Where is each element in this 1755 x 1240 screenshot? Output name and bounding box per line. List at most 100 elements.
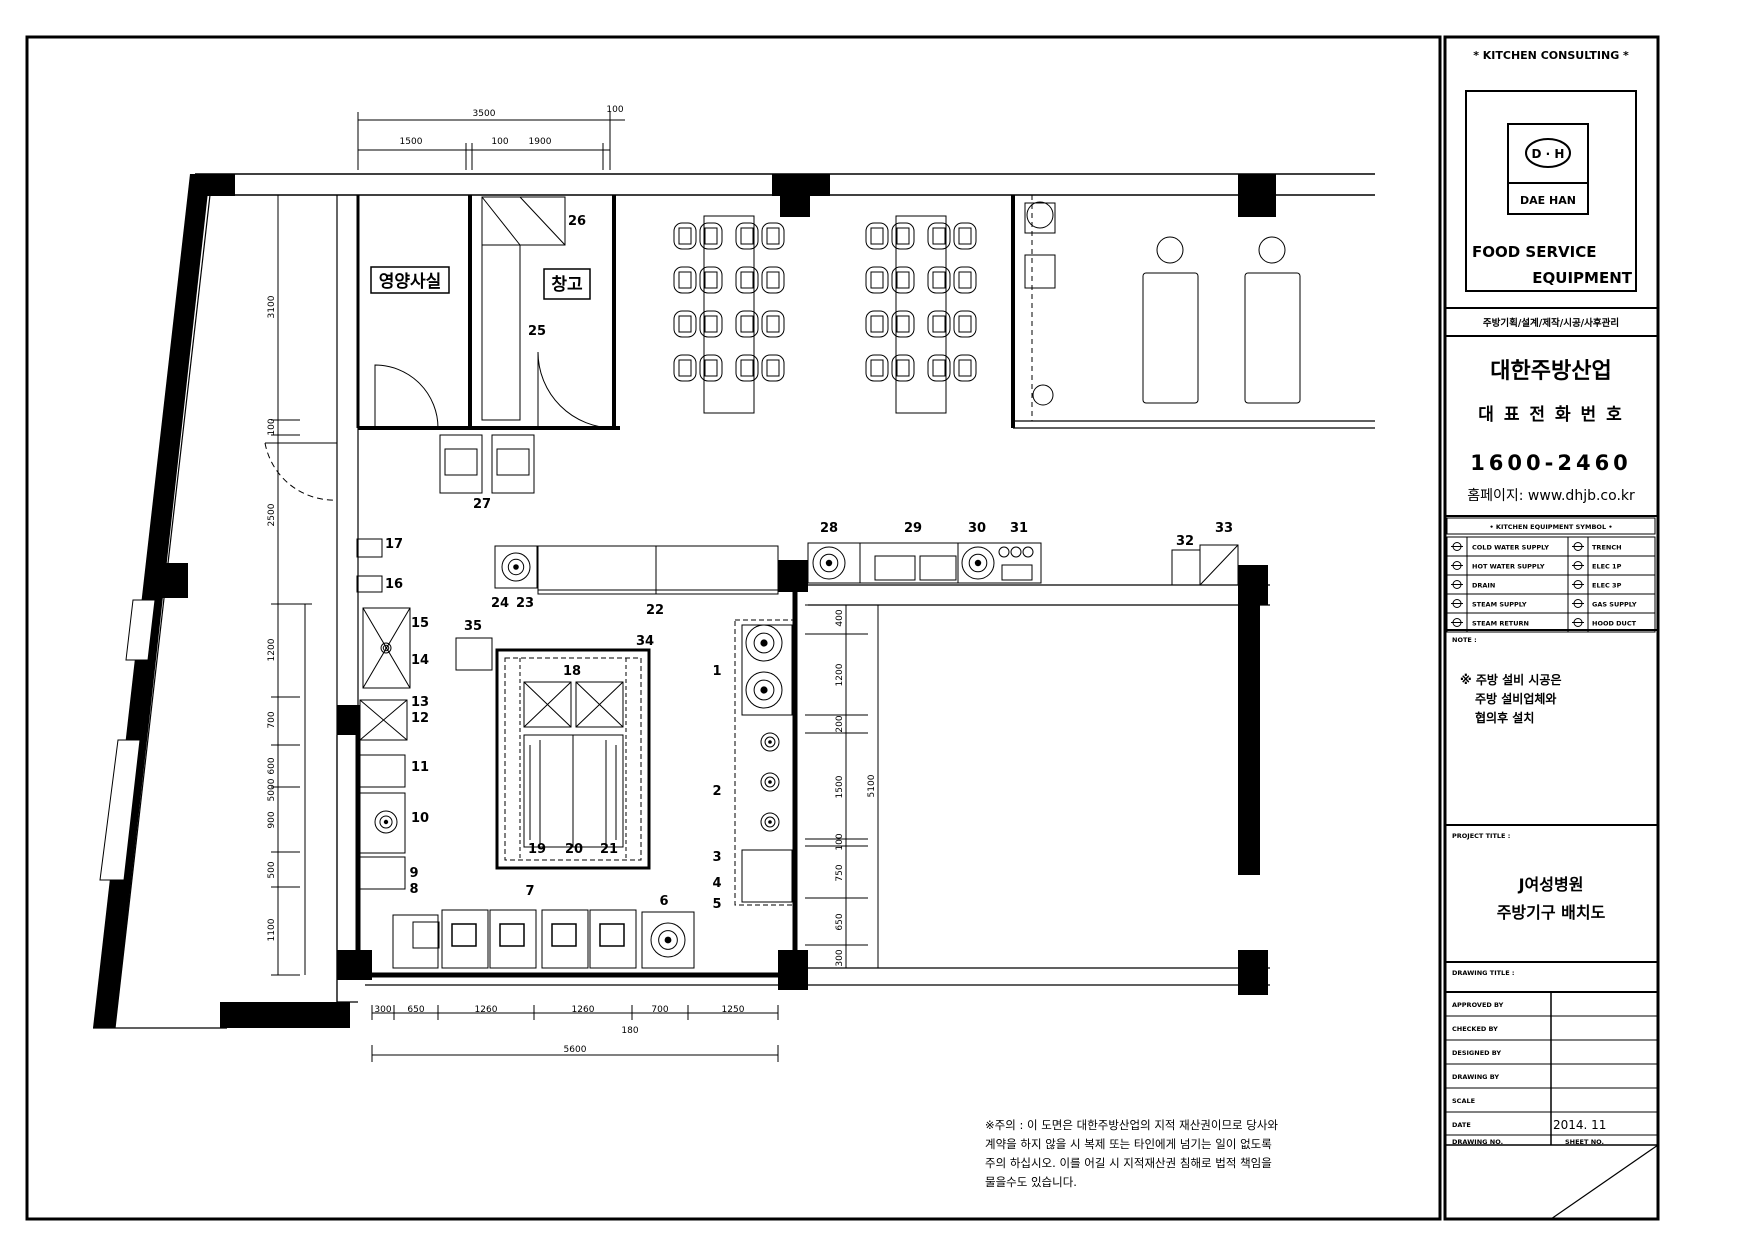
range [392, 914, 439, 969]
checked-by-label: CHECKED BY [1452, 1025, 1498, 1033]
chair [865, 266, 889, 294]
chair [927, 354, 951, 382]
equipment-number-24: 24 [491, 596, 509, 611]
dimension-text: 400 [835, 609, 845, 626]
floor-plan [93, 173, 1375, 1029]
dimension-text: 1100 [267, 918, 277, 941]
chair [953, 222, 977, 250]
chair [761, 266, 785, 294]
chair [891, 354, 915, 382]
chair [673, 266, 697, 294]
equipment-number-1: 1 [712, 664, 721, 679]
drawing-no-label: DRAWING NO. [1452, 1138, 1503, 1146]
equipment-number-13: 13 [411, 695, 429, 710]
burner [760, 812, 780, 832]
burner [650, 922, 686, 958]
dimension-text: 1200 [835, 663, 845, 686]
equipment-number-27: 27 [473, 497, 491, 512]
equipment-number-7: 7 [525, 884, 534, 899]
dimension-text: 300 [374, 1005, 391, 1015]
fixture [1001, 564, 1033, 581]
equipment-number-31: 31 [1010, 521, 1028, 536]
burner [760, 732, 780, 752]
chair [735, 354, 759, 382]
dimension-text: 1200 [267, 638, 277, 661]
equipment-number-23: 23 [516, 596, 534, 611]
chair [953, 354, 977, 382]
dimension-text: 100 [606, 105, 623, 115]
dimension-text: 3500 [473, 109, 496, 119]
stairs [481, 196, 566, 421]
scale-label: SCALE [1452, 1097, 1475, 1105]
equipment-number-6: 6 [659, 894, 668, 909]
logo-box [1465, 90, 1637, 292]
equipment-number-3: 3 [712, 850, 721, 865]
room-label-storage: 창고 [551, 275, 583, 295]
chair [673, 310, 697, 338]
chair [927, 266, 951, 294]
logo-name: DAE HAN [1520, 194, 1576, 207]
chair [865, 222, 889, 250]
dimension-text: 700 [267, 711, 277, 728]
chair [735, 222, 759, 250]
steam-kettle [589, 909, 637, 969]
chair [735, 310, 759, 338]
chair [761, 310, 785, 338]
range [359, 792, 406, 854]
equipment-number-11: 11 [411, 760, 429, 775]
equipment-number-32: 32 [1176, 534, 1194, 549]
dimension-text: 5100 [867, 774, 877, 797]
symbol-label: COLD WATER SUPPLY [1472, 544, 1549, 552]
equipment-number-26: 26 [568, 214, 586, 229]
fixture [356, 575, 383, 593]
equipment-number-15: 15 [411, 616, 429, 631]
dimension-text: 5000 [267, 778, 277, 801]
pot [412, 921, 440, 949]
equipment-number-12: 12 [411, 711, 429, 726]
range [741, 624, 793, 716]
title-block: * KITCHEN CONSULTING * D · H DAE HAN FOO… [1445, 49, 1659, 1220]
dimension-text: 1260 [475, 1005, 498, 1015]
equipment-number-2: 2 [712, 784, 721, 799]
equipment-number-4: 4 [712, 876, 721, 891]
symbol-label: ELEC 3P [1592, 582, 1622, 590]
fixture [356, 538, 383, 558]
sink [874, 555, 916, 581]
equipment-number-21: 21 [600, 842, 618, 857]
dimension-text: 100 [491, 137, 508, 147]
phone-label: 대 표 전 화 번 호 [1478, 405, 1623, 425]
chair [927, 222, 951, 250]
equipment-number-30: 30 [968, 521, 986, 536]
dimension-text: 1500 [835, 775, 845, 798]
dining-table [703, 215, 755, 414]
equipment-number-10: 10 [411, 811, 429, 826]
burner [961, 546, 995, 580]
project-title-1: J여성병원 [1518, 875, 1584, 894]
work-table [523, 681, 572, 728]
dining-table [895, 215, 947, 414]
dimension-text: 200 [835, 715, 845, 732]
burner [760, 772, 780, 792]
equipment-text: EQUIPMENT [1532, 269, 1632, 287]
dimension-text: 300 [835, 949, 845, 966]
equipment-number-33: 33 [1215, 521, 1233, 536]
sink [362, 607, 411, 689]
symbol-label: GAS SUPPLY [1592, 601, 1637, 609]
chair [699, 354, 723, 382]
date-label: DATE [1452, 1121, 1471, 1129]
equipment-number-14: 14 [411, 653, 429, 668]
equipment-number-29: 29 [904, 521, 922, 536]
note-line-2: 주방 설비업체와 [1475, 691, 1556, 706]
equipment-number-5: 5 [712, 897, 721, 912]
chair [761, 354, 785, 382]
approved-by-label: APPROVED BY [1452, 1001, 1504, 1009]
chair [439, 434, 483, 494]
chair [927, 310, 951, 338]
steam-kettle [541, 909, 589, 969]
dimension-text: 100 [835, 833, 845, 850]
symbol-label: HOOD DUCT [1592, 620, 1637, 628]
counter [359, 754, 406, 788]
header-text: * KITCHEN CONSULTING * [1473, 49, 1629, 62]
